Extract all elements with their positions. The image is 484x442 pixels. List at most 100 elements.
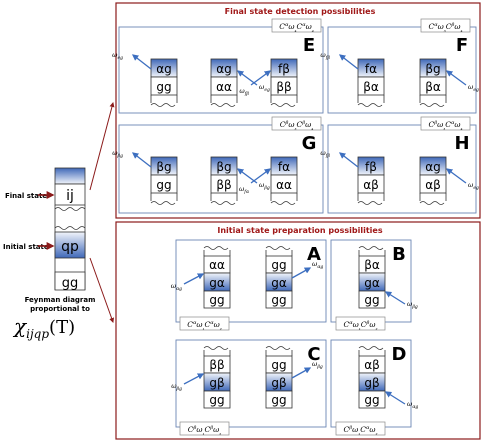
tag-sup-1: α <box>193 320 197 326</box>
frequency-subscript: αg <box>317 265 323 270</box>
absorption-arrow-icon <box>445 168 467 184</box>
panel-letter: F <box>456 35 468 56</box>
panel-letter: A <box>307 244 321 265</box>
frequency-symbol: ω <box>312 260 318 268</box>
state-label-top: fα <box>278 160 290 174</box>
tag-base: C <box>279 22 285 31</box>
frequency-label: ωβg <box>112 149 123 159</box>
state-label-bottom: αβ <box>363 178 379 192</box>
state-label-bottom: βα <box>363 80 379 94</box>
frequency-label: ωαg <box>171 282 182 292</box>
tag-box <box>420 116 471 131</box>
tag-sup-1: β <box>348 425 352 431</box>
tag-base: C <box>428 120 434 129</box>
tag-sub-1: ₁ <box>202 326 204 332</box>
absorption-arrow-icon <box>445 70 467 86</box>
correlation-tag: Cβω₃Cβω₄ <box>280 120 314 132</box>
frequency-label: ωeg <box>468 181 479 191</box>
absorption-arrow-icon <box>250 168 272 184</box>
state-label-bottom: ββ <box>216 178 231 192</box>
tag-sub-2: ₄ <box>461 126 463 132</box>
wavy-separator-icon <box>203 246 229 250</box>
tag-sup-1: α <box>434 22 438 28</box>
frequency-label: ωβg <box>171 382 182 392</box>
correlation-tag: Cαω₃Cβω₄ <box>428 22 462 34</box>
tag-omega-1: ω <box>288 120 294 129</box>
state-box-bottom <box>203 290 231 309</box>
frequency-symbol: ω <box>407 300 413 308</box>
state-label-middle: gα <box>364 276 380 290</box>
tag-sub-1: ₄ <box>294 28 296 34</box>
state-label-top: fβ <box>278 62 290 76</box>
correlation-tag: Cβω₁Cαω₂ <box>343 425 377 437</box>
frequency-subscript: βg <box>411 304 418 310</box>
frequency-subscript: βg <box>117 153 124 159</box>
frequency-subscript: αg <box>412 405 418 410</box>
emission-arrow-icon <box>338 54 359 70</box>
tag-omega-1: ω <box>196 425 202 434</box>
initial-group-border <box>115 221 481 440</box>
tag-base-2: C <box>205 425 211 434</box>
state-label-bottom: gg <box>209 393 224 407</box>
state-label-bottom: gg <box>209 293 224 307</box>
state-label-bottom: gg <box>156 178 171 192</box>
pointer-line-initial <box>89 257 114 323</box>
tag-sup-2: α <box>366 425 370 431</box>
state-label-bottom: αα <box>276 178 292 192</box>
state-label-middle: gβ <box>271 376 286 390</box>
tag-sub-1: ₁ <box>358 431 360 437</box>
emission-arrow-icon <box>291 267 312 279</box>
tag-box <box>335 421 386 436</box>
wavy-separator-icon <box>357 201 383 205</box>
frequency-subscript: fβ <box>325 153 331 159</box>
tag-base: C <box>188 425 194 434</box>
tag-sub-2: ₂ <box>376 326 378 332</box>
final-state-box-top-fill <box>54 167 86 185</box>
tag-sup-2: α <box>302 22 306 28</box>
tag-sup-2: β <box>301 120 305 126</box>
tag-omega-1: ω <box>437 120 443 129</box>
caption-line-1: Feynman diagram <box>25 296 96 304</box>
tag-box <box>179 421 230 436</box>
wavy-separator-icon <box>54 207 86 211</box>
frequency-symbol: ω <box>320 51 326 59</box>
correlation-tag: Cβω₁Cβω₂ <box>188 425 222 437</box>
frequency-subscript: eg <box>473 186 479 191</box>
wavy-separator-icon <box>210 103 236 107</box>
state-box-bottom <box>419 76 447 96</box>
state-label-middle: gα <box>271 276 287 290</box>
frequency-label: ωβg <box>259 181 270 191</box>
tag-omega-2: ω <box>454 22 460 31</box>
frequency-symbol: ω <box>468 181 474 189</box>
emission-arrow-icon <box>338 152 359 168</box>
tag-sup-2: α <box>451 120 455 126</box>
state-label-bottom: αα <box>216 80 232 94</box>
state-label-bottom: βα <box>425 80 441 94</box>
tag-omega-2: ω <box>454 120 460 129</box>
tag-sup-1: β <box>192 425 196 431</box>
state-label-bottom: gg <box>364 293 379 307</box>
wavy-separator-icon <box>357 103 383 107</box>
absorption-arrow-icon <box>183 273 205 285</box>
frequency-symbol: ω <box>407 400 413 408</box>
initial-state-box <box>54 231 86 259</box>
absorption-arrow-icon <box>183 373 205 385</box>
tag-omega-2: ω <box>213 425 219 434</box>
tag-base-2: C <box>445 120 451 129</box>
state-box-bottom <box>357 174 385 194</box>
tag-sup-2: β <box>366 320 370 326</box>
tag-sup-2: β <box>451 22 455 28</box>
state-label-top: fβ <box>365 160 377 174</box>
frequency-symbol: ω <box>112 149 118 157</box>
tag-base: C <box>343 320 349 329</box>
frequency-subscript: fβ <box>244 91 250 97</box>
state-label-top: gg <box>271 258 286 272</box>
tag-sub-2: ₄ <box>311 126 313 132</box>
ground-state-box <box>54 271 86 291</box>
state-label-top: βg <box>156 160 171 174</box>
frequency-label: ωfβ <box>320 149 330 159</box>
tag-base-2: C <box>297 22 303 31</box>
frequency-symbol: ω <box>468 83 474 91</box>
wavy-separator-icon <box>358 346 384 350</box>
